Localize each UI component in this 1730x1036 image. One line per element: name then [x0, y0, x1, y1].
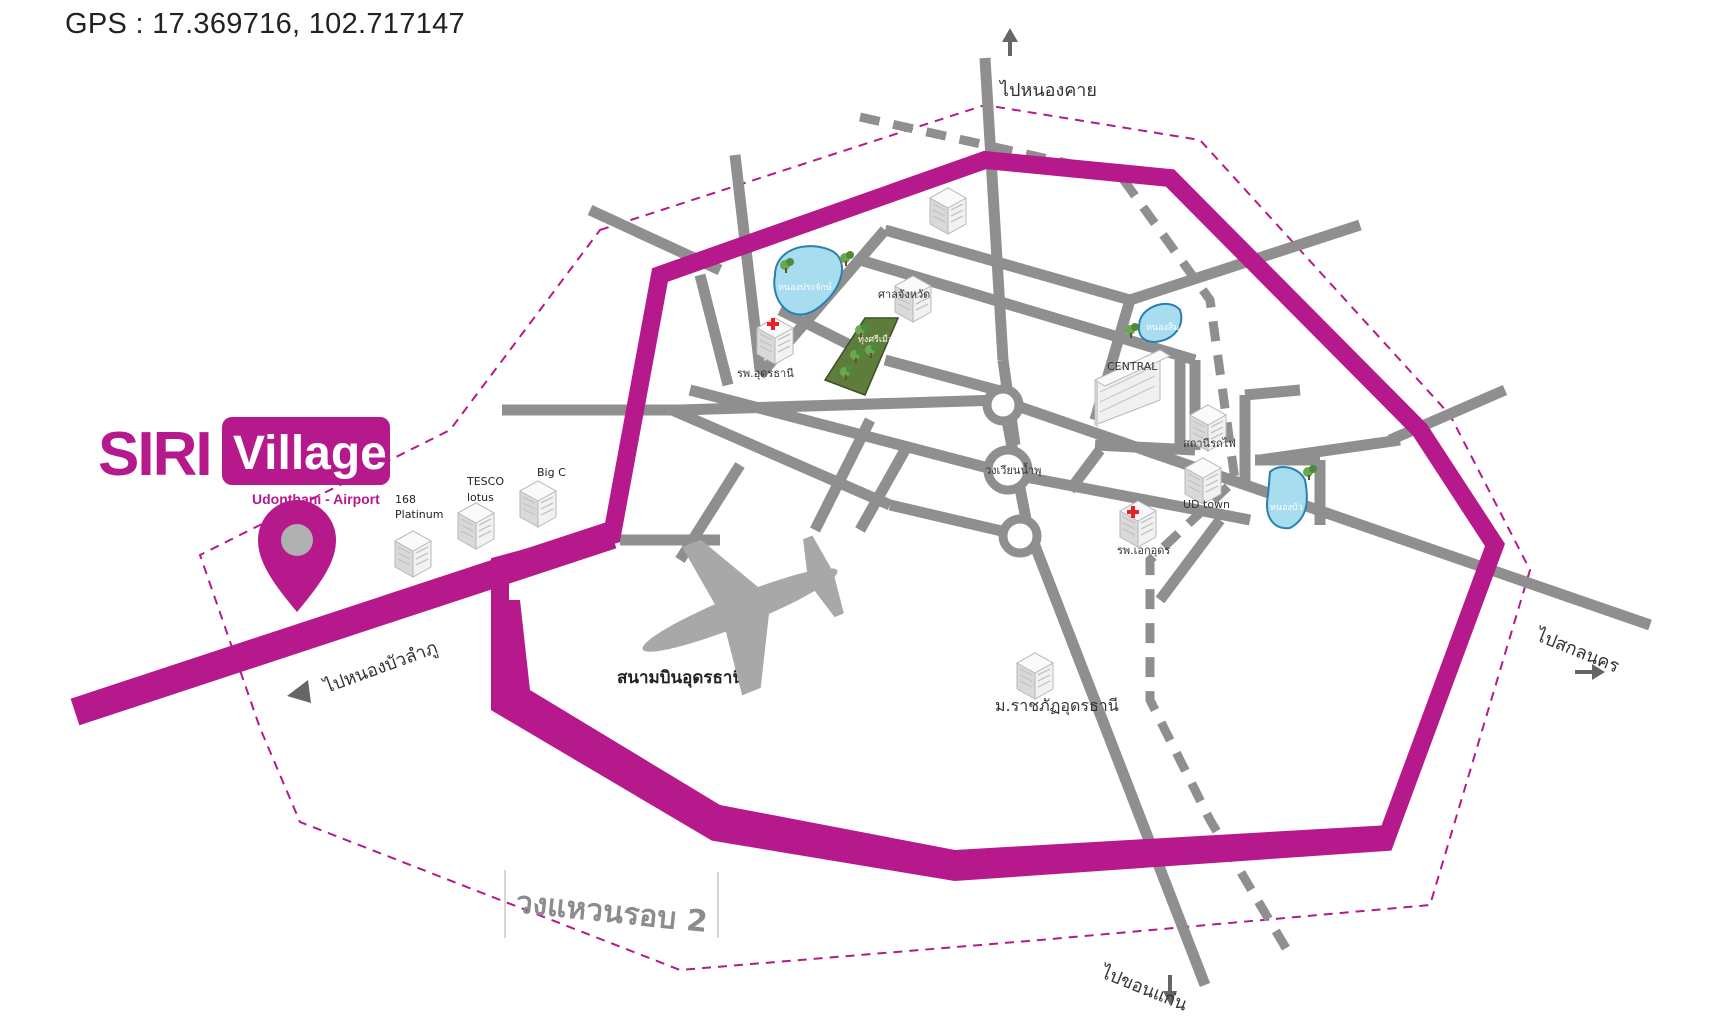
label-hospital-udon: รพ.อุดรธานี [737, 367, 794, 380]
arrow-icon [1163, 975, 1177, 1005]
arrow-icon [1002, 28, 1018, 56]
gps-coordinates: GPS : 17.369716, 102.717147 [65, 8, 465, 40]
ring-road-2-thick-south [500, 600, 1390, 872]
ring-road-label: วงแหวนรอบ 2 [514, 885, 709, 940]
store-tesco-line2: lotus [467, 491, 494, 504]
brand-village-text: Village [233, 427, 387, 480]
pond-nongsim [1137, 302, 1183, 344]
brand-subtitle: Udonthani - Airport [252, 491, 380, 507]
pond-nongbua [1266, 465, 1308, 530]
arrow-icon [287, 680, 311, 703]
pond-nongprachak [773, 245, 843, 316]
label-pond-bua: หนองบัว [1270, 503, 1303, 513]
label-pond-sim: หนองสิม [1146, 322, 1179, 333]
building-icon [519, 480, 557, 528]
roundabouts [982, 384, 1042, 558]
building-icon [1016, 652, 1054, 700]
railway-dashed [859, 112, 1294, 958]
label-park: ทุ่งศรีเมือง [858, 334, 898, 345]
hospital-cross-icon [1127, 506, 1139, 518]
direction-west: ไปหนองบัวลำภู [319, 636, 440, 698]
direction-north: ไปหนองคาย [998, 79, 1097, 101]
magenta-highway-west [70, 521, 617, 726]
hospital-cross-icon [767, 318, 779, 330]
label-hospital-ake: รพ.เอกอุดร [1117, 544, 1170, 557]
label-ud-town: UD town [1183, 498, 1230, 511]
direction-south: ไปขอนแก่น [1096, 960, 1190, 1015]
label-university: ม.ราชภัฏอุดรธานี [995, 696, 1119, 716]
brand-siri-text: SIRI [98, 420, 211, 489]
store-168-line1: 168 [395, 493, 416, 506]
building-icon [457, 502, 495, 550]
label-pond-prachak: หนองประจักษ์ [778, 281, 832, 293]
building-icon [929, 187, 967, 235]
brand-logo: SIRI Village Udonthani - Airport [98, 417, 390, 507]
building-icon [1119, 500, 1157, 548]
label-station: สถานีรถไฟ [1183, 437, 1236, 450]
label-circle-namphu: วงเวียนน้ำพุ [985, 462, 1041, 477]
building-icon [394, 530, 432, 578]
central-mall-icon [1093, 349, 1172, 428]
store-tesco-line1: TESCO [466, 475, 504, 488]
label-court: ศาลจังหวัด [878, 288, 930, 301]
airplane-icon [642, 535, 844, 696]
direction-east: ไปสกลนคร [1531, 623, 1622, 677]
arrow-icon [1575, 664, 1605, 680]
brand-village-badge [222, 417, 390, 485]
store-168-line2: Platinum [395, 508, 443, 521]
label-central: CENTRAL [1107, 360, 1158, 373]
store-bigc-line1: Big C [537, 466, 566, 479]
location-pin-icon [258, 500, 336, 612]
label-airport: สนามบินอุดรธานี [617, 667, 744, 688]
